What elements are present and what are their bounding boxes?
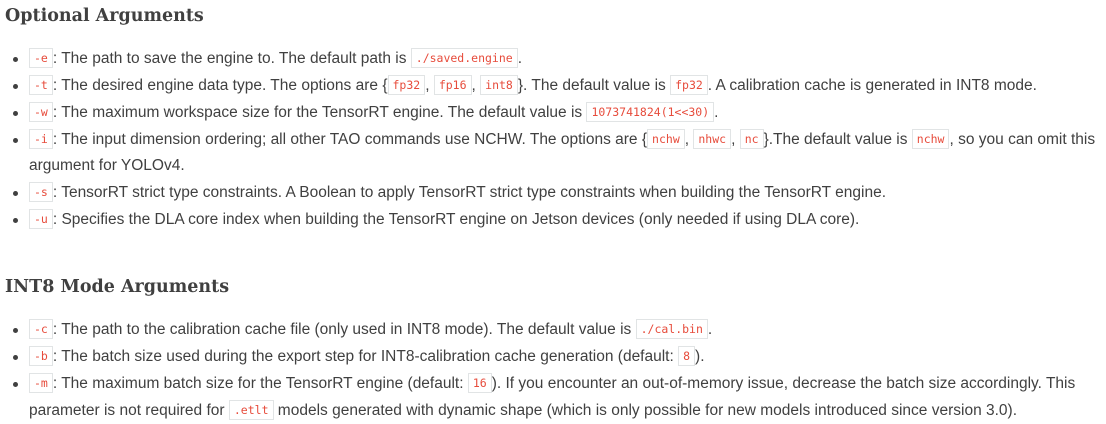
description-text: }. The default value is bbox=[517, 77, 671, 94]
description-text: : The batch size used during the export … bbox=[52, 348, 679, 365]
description-text: : The path to the calibration cache file… bbox=[52, 321, 636, 338]
value-code: nhwc bbox=[693, 129, 732, 149]
list-item-batch-size: -b: The batch size used during the expor… bbox=[0, 343, 1100, 370]
flag-code: -u bbox=[29, 209, 53, 229]
list-item-calibration-cache: -c: The path to the calibration cache fi… bbox=[0, 316, 1100, 343]
description-text: ). bbox=[695, 348, 705, 365]
optional-arguments-list: -e: The path to save the engine to. The … bbox=[0, 45, 1100, 233]
value-code: nchw bbox=[647, 129, 685, 149]
separator-text: , bbox=[684, 131, 690, 148]
value-code: nc bbox=[739, 129, 764, 149]
description-text: : The path to save the engine to. The de… bbox=[52, 50, 411, 67]
list-item-max-batch-size: -m: The maximum batch size for the Tenso… bbox=[0, 370, 1100, 424]
value-code: fp32 bbox=[670, 75, 708, 95]
value-code: .etlt bbox=[228, 400, 274, 420]
value-code: ./cal.bin bbox=[635, 319, 708, 339]
description-text: models generated with dynamic shape (whi… bbox=[273, 402, 1018, 419]
list-item-input-dims: -i: The input dimension ordering; all ot… bbox=[0, 126, 1100, 179]
list-item-workspace-size: -w: The maximum workspace size for the T… bbox=[0, 99, 1100, 126]
description-text: : The input dimension ordering; all othe… bbox=[52, 131, 648, 148]
value-code: ./saved.engine bbox=[410, 48, 518, 68]
description-text: ). If you encounter an out-of-memory iss… bbox=[29, 375, 1076, 419]
value-code: int8 bbox=[480, 75, 518, 95]
flag-code: -e bbox=[29, 48, 53, 68]
description-text: : The maximum workspace size for the Ten… bbox=[52, 104, 587, 121]
separator-text: , bbox=[731, 131, 736, 148]
optional-arguments-heading: Optional Arguments bbox=[5, 6, 204, 26]
description-text: . bbox=[714, 104, 719, 121]
flag-code: -b bbox=[29, 346, 53, 366]
value-code: fp16 bbox=[433, 75, 472, 95]
description-text: : The maximum batch size for the TensorR… bbox=[52, 375, 468, 392]
flag-code: -i bbox=[29, 129, 53, 149]
value-code: 1073741824(1<<30) bbox=[586, 102, 715, 122]
description-text: . bbox=[517, 50, 523, 67]
description-text: : TensorRT strict type constraints. A Bo… bbox=[52, 184, 887, 201]
list-item-data-type: -t: The desired engine data type. The op… bbox=[0, 72, 1100, 99]
description-text: : The desired engine data type. The opti… bbox=[52, 77, 388, 94]
flag-code: -t bbox=[29, 75, 53, 95]
description-text: : Specifies the DLA core index when buil… bbox=[52, 211, 860, 228]
value-code: fp32 bbox=[387, 75, 426, 95]
value-code: 8 bbox=[678, 346, 696, 366]
description-text: , so you can omit this argument for YOLO… bbox=[29, 131, 1096, 174]
list-item-strict-type: -s: TensorRT strict type constraints. A … bbox=[0, 179, 1100, 206]
separator-text: , bbox=[425, 77, 430, 94]
value-code: 16 bbox=[467, 373, 492, 393]
flag-code: -w bbox=[29, 102, 53, 122]
description-text: }.The default value is bbox=[763, 131, 912, 148]
int8-arguments-heading: INT8 Mode Arguments bbox=[5, 277, 230, 297]
list-item-engine-path: -e: The path to save the engine to. The … bbox=[0, 45, 1100, 72]
separator-text: , bbox=[471, 77, 476, 94]
flag-code: -c bbox=[29, 319, 53, 339]
list-item-dla-core: -u: Specifies the DLA core index when bu… bbox=[0, 206, 1100, 233]
flag-code: -s bbox=[29, 182, 53, 202]
flag-code: -m bbox=[29, 373, 53, 393]
description-text: . A calibration cache is generated in IN… bbox=[707, 77, 1037, 94]
value-code: nchw bbox=[911, 129, 950, 149]
int8-arguments-list: -c: The path to the calibration cache fi… bbox=[0, 316, 1100, 424]
description-text: . bbox=[707, 321, 713, 338]
